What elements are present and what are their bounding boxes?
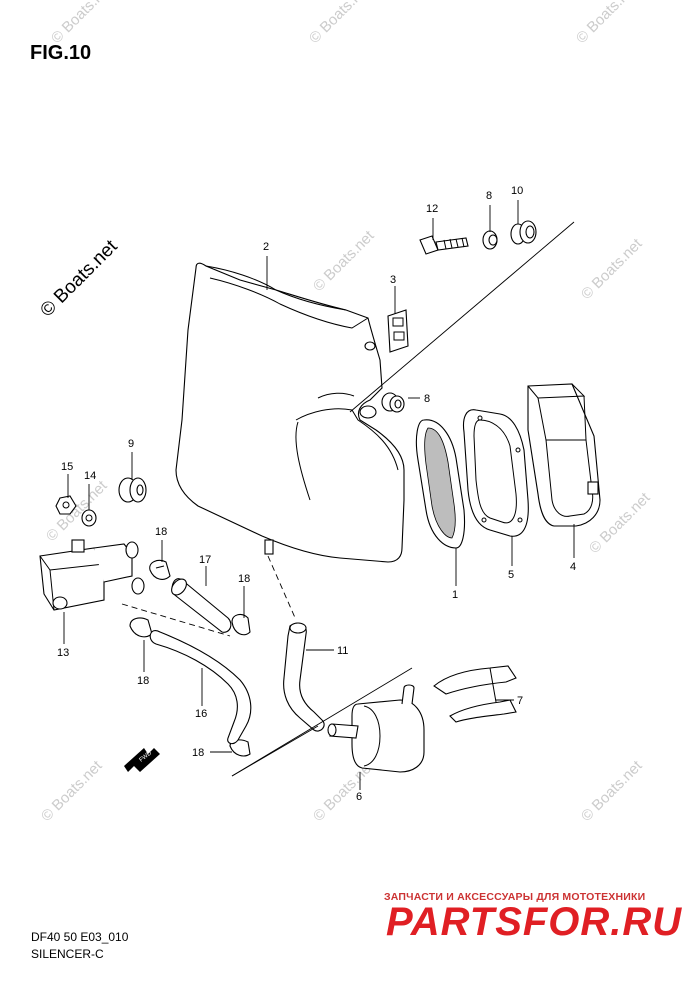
callout-1: 1	[452, 589, 458, 601]
callout-10: 10	[511, 185, 523, 197]
bolt-part	[419, 235, 469, 255]
hose-clamp-part	[129, 617, 153, 638]
callout-4: 4	[570, 561, 576, 573]
nut-part	[55, 495, 77, 515]
callout-18: 18	[238, 573, 250, 585]
callout-14: 14	[84, 470, 96, 482]
bracket-part	[433, 665, 517, 723]
callout-3: 3	[390, 274, 396, 286]
callout-11: 11	[337, 645, 348, 657]
callout-12: 12	[426, 203, 438, 215]
washer-part	[81, 509, 97, 527]
callout-16: 16	[195, 708, 207, 720]
short-hose-part	[171, 578, 232, 633]
long-hose-part	[149, 630, 252, 745]
grommet-mid-part	[381, 392, 405, 413]
leader-lines	[63, 200, 575, 790]
callout-5: 5	[508, 569, 514, 581]
figure-title: FIG.10	[30, 42, 92, 64]
callout-7: 7	[517, 695, 523, 707]
partsfor-tagline: ЗАПЧАСТИ И АКСЕССУАРЫ ДЛЯ МОТОТЕХНИКИ	[384, 891, 646, 903]
gasket-part	[462, 409, 529, 537]
callout-9: 9	[128, 438, 134, 450]
bushing-part	[510, 220, 537, 245]
adapter-box-part	[527, 383, 601, 527]
clip-part	[387, 309, 409, 353]
callout-2: 2	[263, 241, 269, 253]
callout-8: 8	[486, 190, 492, 202]
callout-17: 17	[199, 554, 211, 566]
forward-arrow-icon: FWD	[124, 748, 160, 772]
hose-clamp-part	[231, 613, 251, 636]
valve-part	[39, 539, 145, 611]
callout-6: 6	[356, 791, 362, 803]
rubber-grommet-part	[118, 477, 147, 503]
model-code: DF40 50 E03_010	[31, 930, 129, 944]
mesh-screen-part	[415, 419, 466, 549]
bent-hose-part	[283, 622, 325, 732]
canister-part	[327, 684, 425, 773]
grommet-top-part	[482, 230, 498, 250]
hose-clamp-part	[149, 559, 171, 580]
callout-18: 18	[155, 526, 167, 538]
callout-13: 13	[57, 647, 69, 659]
callout-18: 18	[192, 747, 204, 759]
callout-8: 8	[424, 393, 430, 405]
callout-15: 15	[61, 461, 73, 473]
section-name: SILENCER-C	[31, 947, 104, 961]
silencer-case-part	[175, 262, 405, 563]
callout-18: 18	[137, 675, 149, 687]
partsfor-logo: PARTSFOR.RU	[386, 900, 683, 944]
